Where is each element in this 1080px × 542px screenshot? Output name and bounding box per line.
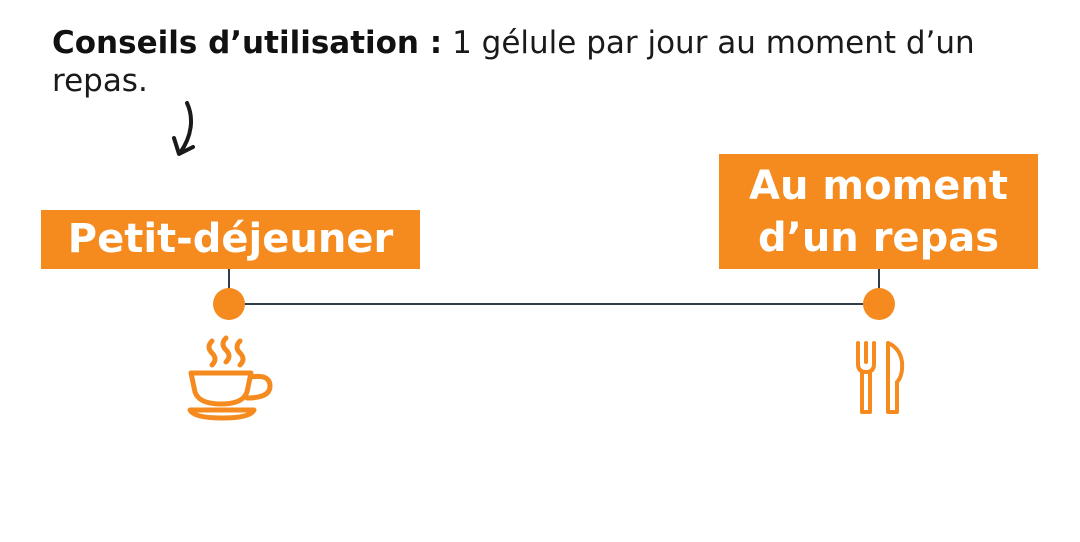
fork-knife-icon <box>856 341 905 414</box>
curved-arrow-down-icon <box>172 101 195 156</box>
start-dot <box>213 288 245 320</box>
start-label-box: Petit-déjeuner <box>41 210 420 269</box>
end-label: Au moment d’un repas <box>749 163 1008 261</box>
usage-instructions: Conseils d’utilisation : 1 gélule par jo… <box>52 24 1052 100</box>
end-label-box: Au moment d’un repas <box>719 154 1038 269</box>
end-dot <box>863 288 895 320</box>
start-label: Petit-déjeuner <box>67 216 394 262</box>
coffee-cup-icon <box>187 335 273 421</box>
usage-label: Conseils d’utilisation : <box>52 25 443 61</box>
usage-text: 1 gélule par jour au moment d’un repas. <box>52 25 975 99</box>
